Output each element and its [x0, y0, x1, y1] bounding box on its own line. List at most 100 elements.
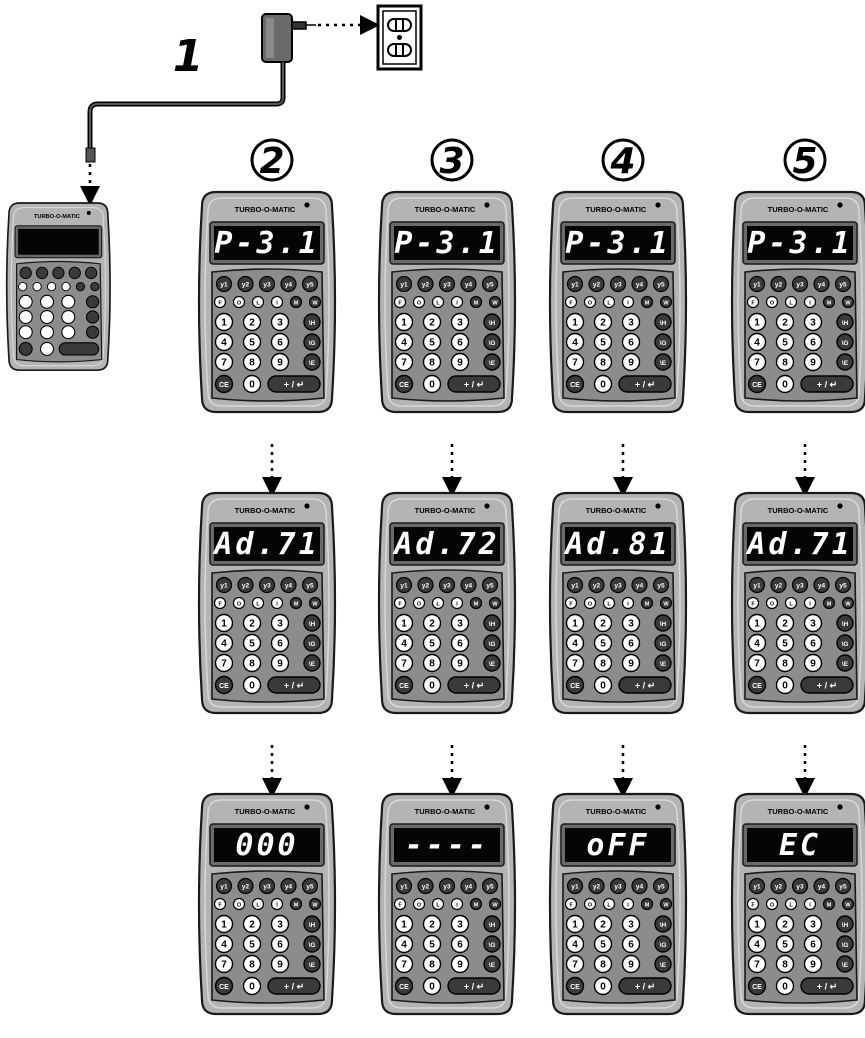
svg-text:W: W [663, 300, 669, 306]
svg-text:1: 1 [401, 619, 407, 630]
digit-key [41, 342, 54, 355]
wall-outlet-icon [378, 6, 421, 69]
digit-key [19, 295, 32, 308]
svg-text:y5: y5 [657, 282, 665, 289]
svg-text:y4: y4 [818, 884, 826, 891]
svg-text:y3: y3 [614, 884, 622, 891]
svg-text:W: W [845, 902, 851, 908]
mode-key [47, 282, 55, 290]
svg-text:9: 9 [628, 960, 634, 971]
display-readout: EC [779, 828, 821, 863]
digit-key [41, 311, 54, 324]
svg-text:3: 3 [628, 920, 634, 931]
svg-text:\H: \H [842, 621, 849, 628]
svg-text:0: 0 [249, 380, 255, 391]
svg-text:9: 9 [277, 960, 283, 971]
display-readout: P-3.1 [394, 226, 499, 261]
svg-text:y4: y4 [465, 884, 473, 891]
svg-text:5: 5 [249, 940, 255, 951]
svg-text:M: M [827, 902, 832, 908]
svg-text:1: 1 [221, 619, 227, 630]
svg-text:\G: \G [842, 641, 849, 648]
svg-text:1: 1 [401, 920, 407, 931]
svg-text:y4: y4 [285, 884, 293, 891]
brand-label: TURBO-O-MATIC [34, 214, 80, 220]
svg-text:1: 1 [221, 318, 227, 329]
svg-text:\G: \G [309, 942, 316, 949]
svg-text:\H: \H [489, 320, 496, 327]
svg-text:1: 1 [572, 318, 578, 329]
svg-text:\E: \E [842, 360, 849, 367]
svg-text:y1: y1 [571, 884, 579, 891]
svg-text:3: 3 [277, 920, 283, 931]
svg-text:4: 4 [221, 940, 227, 951]
mode-key [19, 282, 27, 290]
svg-text:+ / ↵: + / ↵ [464, 982, 484, 992]
svg-text:+ / ↵: + / ↵ [284, 380, 304, 390]
svg-text:1: 1 [754, 920, 760, 931]
svg-text:2: 2 [782, 318, 788, 329]
svg-text:4: 4 [221, 338, 227, 349]
svg-text:CE: CE [752, 984, 762, 991]
svg-text:5: 5 [429, 639, 435, 650]
svg-text:\E: \E [842, 962, 849, 969]
brand-label: TURBO-O-MATIC [415, 205, 476, 214]
svg-text:M: M [645, 300, 650, 306]
svg-text:O: O [770, 902, 775, 908]
svg-text:\H: \H [309, 621, 316, 628]
svg-text:\H: \H [660, 621, 667, 628]
svg-text:y3: y3 [263, 583, 271, 590]
svg-text:+ / ↵: + / ↵ [464, 380, 484, 390]
function-key [36, 267, 47, 278]
svg-text:+ / ↵: + / ↵ [284, 982, 304, 992]
display-readout: oFF [586, 828, 649, 863]
svg-text:5: 5 [600, 940, 606, 951]
calculator-step-5-row-1: TURBO-O-MATICP-3.1y1y2y3y4y5FOLIMW123\H4… [732, 192, 865, 412]
brand-label: TURBO-O-MATIC [586, 807, 647, 816]
svg-text:y2: y2 [593, 884, 601, 891]
svg-text:y2: y2 [775, 583, 783, 590]
svg-text:\E: \E [489, 360, 496, 367]
svg-text:4: 4 [401, 639, 407, 650]
svg-text:2: 2 [249, 619, 255, 630]
svg-text:8: 8 [600, 659, 606, 670]
svg-text:2: 2 [600, 619, 606, 630]
svg-text:W: W [312, 300, 318, 306]
svg-text:y4: y4 [818, 282, 826, 289]
svg-text:0: 0 [429, 681, 435, 692]
svg-text:\G: \G [489, 340, 496, 347]
svg-text:8: 8 [600, 960, 606, 971]
svg-text:7: 7 [754, 358, 760, 369]
svg-text:5: 5 [600, 639, 606, 650]
svg-text:CE: CE [219, 984, 229, 991]
svg-text:2: 2 [429, 619, 435, 630]
svg-text:O: O [237, 300, 242, 306]
svg-text:5: 5 [429, 940, 435, 951]
svg-text:W: W [663, 601, 669, 607]
svg-text:CE: CE [399, 382, 409, 389]
svg-text:+ / ↵: + / ↵ [817, 681, 837, 691]
side-key [87, 296, 99, 308]
svg-text:\G: \G [842, 942, 849, 949]
svg-text:9: 9 [810, 659, 816, 670]
digit-key [62, 295, 75, 308]
svg-text:7: 7 [401, 659, 407, 670]
display-readout: 000 [235, 828, 298, 863]
svg-text:y3: y3 [796, 282, 804, 289]
svg-text:+ / ↵: + / ↵ [635, 380, 655, 390]
calculator-step-2-row-1: TURBO-O-MATICP-3.1y1y2y3y4y5FOLIMW123\H4… [199, 192, 335, 412]
svg-text:5: 5 [600, 338, 606, 349]
svg-text:\H: \H [489, 621, 496, 628]
svg-text:5: 5 [249, 639, 255, 650]
svg-text:y2: y2 [775, 282, 783, 289]
svg-text:9: 9 [277, 358, 283, 369]
svg-text:y5: y5 [657, 884, 665, 891]
svg-text:8: 8 [782, 358, 788, 369]
svg-text:y2: y2 [242, 884, 250, 891]
svg-text:y5: y5 [486, 583, 494, 590]
svg-text:0: 0 [600, 380, 606, 391]
svg-text:y5: y5 [839, 884, 847, 891]
svg-text:9: 9 [277, 659, 283, 670]
svg-text:0: 0 [600, 681, 606, 692]
